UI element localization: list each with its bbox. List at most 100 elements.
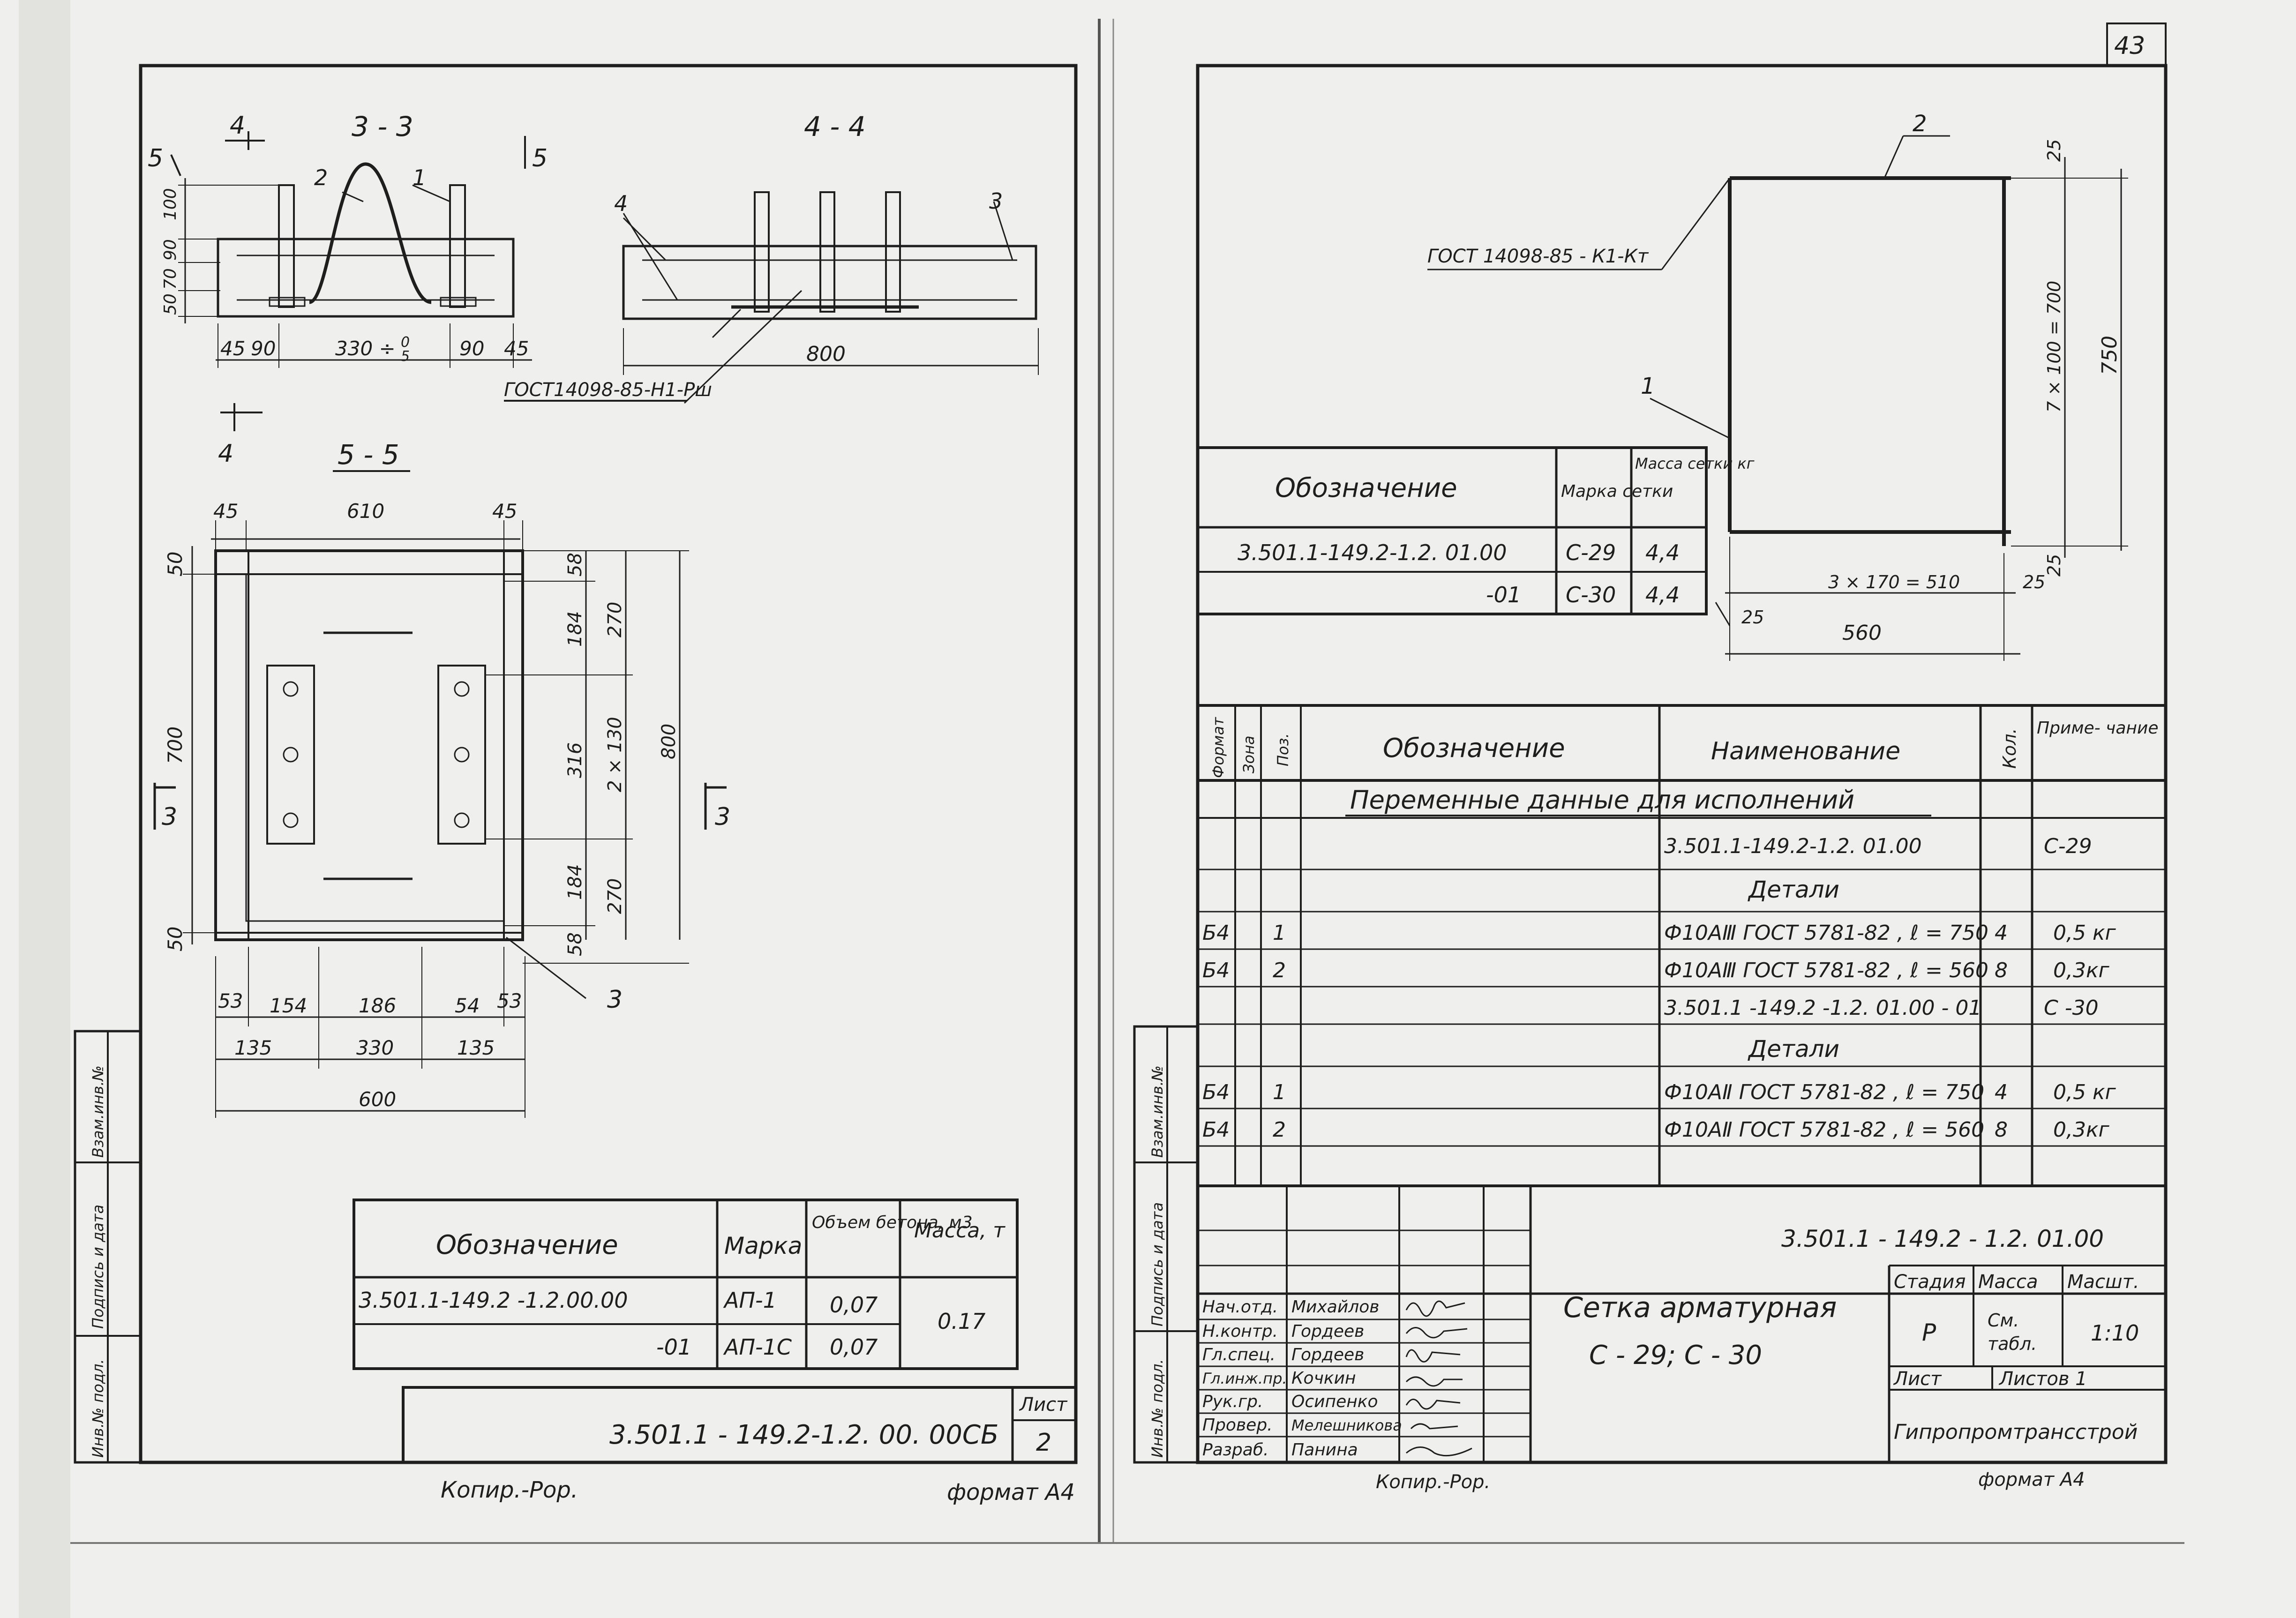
svg-text:58: 58 xyxy=(564,932,586,956)
svg-text:Провер.: Провер. xyxy=(1202,1416,1273,1435)
stage-label: Стадия xyxy=(1894,1271,1966,1293)
right-drawing-code: 3.501.1 - 149.2 - 1.2. 01.00 xyxy=(1781,1225,2104,1252)
svg-text:Кочкин: Кочкин xyxy=(1291,1369,1356,1388)
section-5-5-top-dims: 45 610 45 xyxy=(213,500,517,523)
svg-text:0,3кг: 0,3кг xyxy=(2053,1118,2110,1142)
stage-value: Р xyxy=(1922,1319,1936,1346)
svg-text:2 × 130: 2 × 130 xyxy=(604,717,626,792)
svg-text:154: 154 xyxy=(270,994,307,1017)
cut-mark-5-left: 5 xyxy=(148,144,163,172)
svg-text:Мелешникова: Мелешникова xyxy=(1291,1416,1402,1434)
left-table-header-mark: Марка xyxy=(724,1232,802,1259)
svg-text:135: 135 xyxy=(457,1036,495,1059)
mesh-callout-2: 2 xyxy=(1913,111,1927,137)
svg-text:330: 330 xyxy=(356,1036,394,1059)
svg-text:8: 8 xyxy=(1995,1118,2008,1142)
svg-text:800: 800 xyxy=(658,724,680,759)
cut-mark-3-left: 3 xyxy=(162,803,177,831)
svg-text:Н.контр.: Н.контр. xyxy=(1202,1322,1278,1341)
mark-table-row-1-mass: 4,4 xyxy=(1645,540,1680,565)
svg-text:Гл.инж.пр.: Гл.инж.пр. xyxy=(1202,1370,1287,1387)
svg-text:3 × 170 = 510: 3 × 170 = 510 xyxy=(1828,572,1960,592)
right-title-block xyxy=(1198,1186,2166,1462)
mesh-right-dims: 25 7 × 100 = 700 25 750 xyxy=(2044,139,2122,577)
svg-text:Б4: Б4 xyxy=(1202,1118,1230,1142)
svg-text:Осипенко: Осипенко xyxy=(1291,1392,1378,1411)
svg-text:50: 50 xyxy=(164,927,187,951)
svg-text:53: 53 xyxy=(497,989,522,1012)
svg-text:0,5 кг: 0,5 кг xyxy=(2053,1080,2116,1104)
left-side-labels: Инв.№ подл. Подпись и дата Взам.инв.№ xyxy=(89,1065,107,1458)
mark-table-row-2-mass: 4,4 xyxy=(1645,582,1680,607)
spec-table-headers: Формат Зона Поз. Обозначение Наименовани… xyxy=(1209,717,2158,778)
scale-value: 1:10 xyxy=(2091,1320,2139,1346)
left-table-row-1-volume: 0,07 xyxy=(830,1292,878,1318)
left-table-row-2-volume: 0,07 xyxy=(830,1334,878,1360)
svg-text:45: 45 xyxy=(213,500,238,523)
gost-note-n1: ГОСТ14098-85-Н1-Рш xyxy=(504,379,712,401)
section-5-5-right-outer-dims: 270 2 × 130 270 800 xyxy=(604,602,680,914)
cut-mark-5-right: 5 xyxy=(532,144,548,172)
section-5-5-bottom-dims: 53 154 186 54 53 135 330 135 600 xyxy=(218,989,522,1111)
svg-text:Зона: Зона xyxy=(1240,735,1258,773)
svg-text:Детали: Детали xyxy=(1748,876,1839,903)
svg-text:Ф10АⅡ ГОСТ 5781-82 , ℓ = 560: Ф10АⅡ ГОСТ 5781-82 , ℓ = 560 xyxy=(1664,1118,1984,1142)
cut-mark-4-lower: 4 xyxy=(218,440,233,468)
svg-text:100: 100 xyxy=(161,188,180,220)
svg-text:25: 25 xyxy=(2023,572,2045,592)
table-row: Б4 1 Ф10АⅢ ГОСТ 5781-82 , ℓ = 750 4 0,5 … xyxy=(1202,921,2116,945)
svg-text:90: 90 xyxy=(251,337,276,360)
list-item: Рук.гр. Осипенко xyxy=(1202,1392,1378,1411)
svg-text:750: 750 xyxy=(2098,336,2122,375)
gost-note-k1: ГОСТ 14098-85 - К1-Кт xyxy=(1427,246,1649,267)
svg-text:50: 50 xyxy=(161,293,180,315)
right-footer-format: формат А4 xyxy=(1978,1469,2085,1491)
section-5-5-right-inner-dims: 58 184 316 184 58 xyxy=(564,553,586,956)
section-5-5 xyxy=(153,520,727,1118)
svg-text:Б4: Б4 xyxy=(1202,959,1230,982)
svg-text:70: 70 xyxy=(161,268,180,290)
section-4-4-title: 4 - 4 xyxy=(804,111,866,142)
svg-text:Ф10АⅢ ГОСТ 5781-82 , ℓ = 560: Ф10АⅢ ГОСТ 5781-82 , ℓ = 560 xyxy=(1664,959,1988,982)
svg-text:Б4: Б4 xyxy=(1202,1080,1230,1104)
table-row: Б4 1 Ф10АⅡ ГОСТ 5781-82 , ℓ = 750 4 0,5 … xyxy=(1202,1080,2116,1104)
left-table-row-2-mark: АП-1С xyxy=(723,1334,792,1360)
list-item: Н.контр.Гордеев xyxy=(1202,1322,1364,1341)
svg-text:610: 610 xyxy=(347,500,384,523)
left-table-header-mass: Масса, т xyxy=(914,1219,1005,1243)
svg-text:С-29: С-29 xyxy=(2044,834,2092,858)
section-3-3-title: 3 - 3 xyxy=(352,111,413,142)
spec-section-title: Переменные данные для исполнений xyxy=(1350,785,1854,815)
section-3-3-horizontal-dims: 45 90 330 ÷ 90 45 0 5 xyxy=(220,334,529,365)
mark-table-row-2-designation: -01 xyxy=(1486,582,1521,607)
left-table-header-designation: Обозначение xyxy=(436,1230,618,1260)
section-4-4 xyxy=(622,191,1039,404)
left-footer-copy: Копир.-Рор. xyxy=(441,1477,578,1503)
svg-text:45: 45 xyxy=(504,337,529,360)
left-sheet-label: Лист xyxy=(1019,1394,1068,1416)
callout-3: 3 xyxy=(989,188,1003,214)
svg-text:Обозначение: Обозначение xyxy=(1383,733,1565,764)
left-footer-format: формат А4 xyxy=(947,1479,1075,1506)
svg-text:50: 50 xyxy=(164,552,187,577)
callout-2: 2 xyxy=(314,165,328,190)
mass-value-2: табл. xyxy=(1988,1333,2037,1354)
scale-label: Масшт. xyxy=(2067,1271,2139,1293)
svg-text:3.501.1-149.2-1.2. 01.00: 3.501.1-149.2-1.2. 01.00 xyxy=(1664,834,1922,858)
svg-text:Наименование: Наименование xyxy=(1711,737,1900,765)
svg-text:0,5 кг: 0,5 кг xyxy=(2053,921,2116,945)
left-table-row-1-mark: АП-1 xyxy=(723,1288,777,1313)
table-row: 3.501.1 -149.2 -1.2. 01.00 - 01 С -30 xyxy=(1664,996,2099,1020)
list-item: Гл.спец.Гордеев xyxy=(1202,1345,1364,1364)
left-table-row-2-designation: -01 xyxy=(656,1334,691,1360)
organization: Гипропромтрансстрой xyxy=(1894,1420,2138,1444)
right-side-stamp xyxy=(1133,1025,1199,1464)
svg-text:45: 45 xyxy=(220,337,245,360)
svg-text:270: 270 xyxy=(604,602,626,637)
svg-text:Рук.гр.: Рук.гр. xyxy=(1202,1392,1263,1411)
callout-4: 4 xyxy=(614,191,628,216)
table-row: 3.501.1-149.2-1.2. 01.00 С-29 xyxy=(1664,834,2092,858)
mass-label: Масса xyxy=(1978,1271,2038,1293)
svg-text:Взам.инв.№: Взам.инв.№ xyxy=(89,1065,107,1158)
signatures xyxy=(1405,1300,1472,1457)
